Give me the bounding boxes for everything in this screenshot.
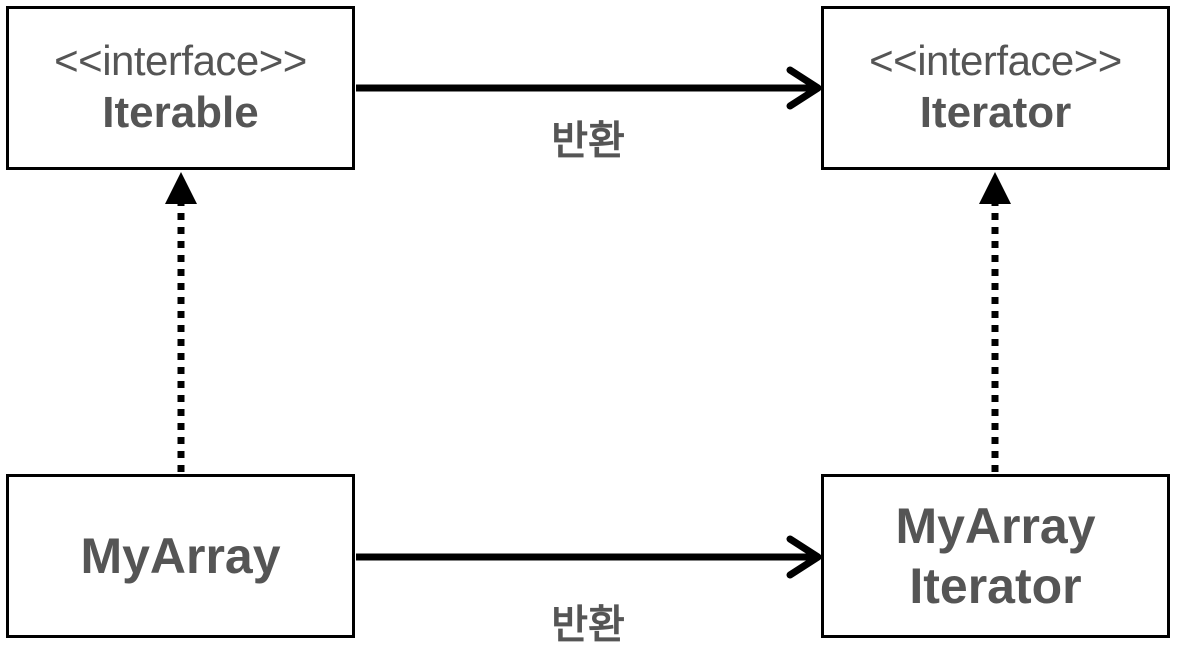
my-array-node: MyArray [6,474,355,638]
top-return-arrow [356,66,822,110]
iterable-stereotype: <<interface>> [54,37,307,85]
iterator-name: Iterator [919,87,1072,137]
my-array-iterator-node: MyArray Iterator [821,474,1170,638]
left-realization-arrow [165,172,197,472]
iterable-node: <<interface>> Iterable [6,6,355,170]
right-realization-arrow [979,172,1011,472]
top-return-label: 반환 [551,118,625,164]
iterable-name: Iterable [102,87,259,137]
my-array-name: MyArray [80,528,281,584]
my-array-iterator-name-line2: Iterator [909,558,1082,614]
my-array-iterator-name-line1: MyArray [895,498,1096,554]
iterator-stereotype: <<interface>> [869,37,1122,85]
bottom-return-label: 반환 [551,602,625,648]
iterator-node: <<interface>> Iterator [821,6,1170,170]
bottom-return-arrow [356,535,822,579]
